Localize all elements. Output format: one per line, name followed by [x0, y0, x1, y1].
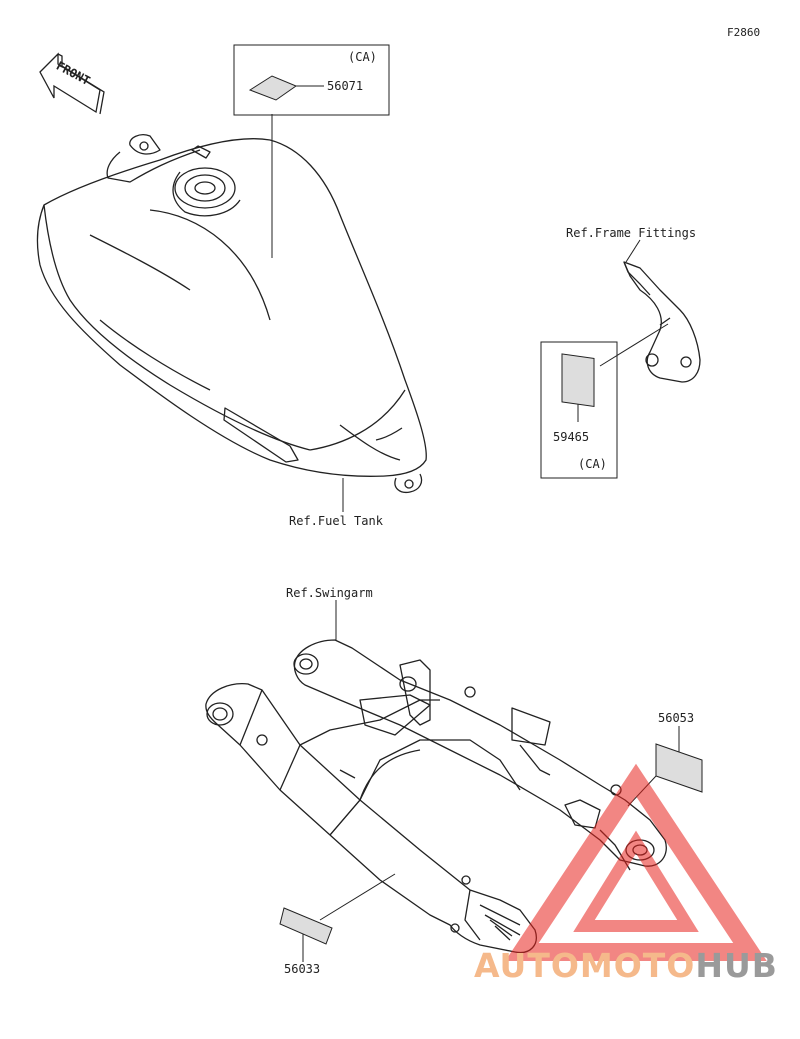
- front-arrow-icon: [39, 52, 105, 115]
- watermark-triangle-icon: [505, 763, 767, 961]
- swingarm-ref: Ref.Swingarm: [286, 586, 373, 600]
- tank-label-note: (CA): [348, 50, 377, 64]
- watermark-logo: AUTOMOTOHUB: [474, 946, 778, 985]
- swingarm-left-number: 56033: [284, 962, 321, 976]
- swingarm-right-number: 56053: [658, 711, 695, 725]
- fuel-tank-ref: Ref.Fuel Tank: [289, 514, 383, 528]
- frame-fitting-bracket: [623, 261, 701, 383]
- watermark-part2: HUB: [695, 946, 778, 985]
- tank-label-sticker: [248, 75, 298, 101]
- swingarm-left-pointer: [319, 873, 396, 921]
- frame-label-sticker: [561, 353, 595, 408]
- swingarm-right-sticker: [655, 743, 703, 793]
- frame-label-box: [540, 341, 618, 479]
- frame-fittings-ref: Ref.Frame Fittings: [566, 226, 697, 240]
- front-label: FRONT: [54, 59, 92, 88]
- fuel-tank: [36, 134, 427, 494]
- tank-label-box: [233, 44, 390, 116]
- swingarm: [205, 639, 667, 954]
- frame-fittings-ref-leader: [625, 239, 641, 263]
- frame-label-note: (CA): [578, 457, 607, 471]
- watermark-part1: AUTOMOTO: [474, 946, 696, 985]
- tank-label-number: 56071: [327, 79, 364, 93]
- figure-code: F2860: [727, 26, 761, 39]
- frame-label-pointer: [599, 323, 669, 367]
- swingarm-left-sticker: [279, 907, 333, 945]
- frame-label-number: 59465: [553, 430, 590, 444]
